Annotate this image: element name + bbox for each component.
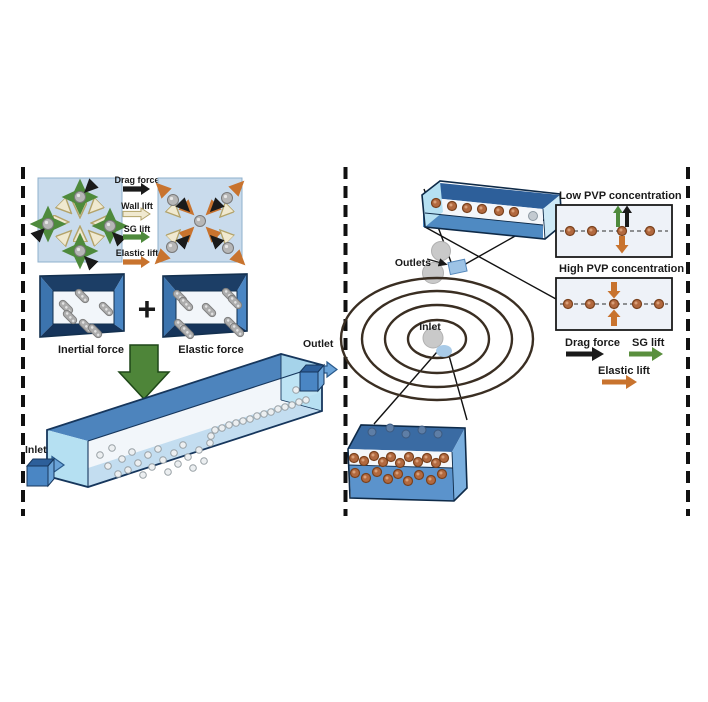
combination-down-arrow-icon (117, 344, 171, 401)
inertial-box-label: Inertial force (58, 344, 124, 356)
inlet-junction (436, 345, 452, 357)
low-pvp-title: Low PVP concentration (559, 190, 682, 202)
outlets-label: Outlets (395, 257, 431, 269)
left-panel: Drag force Wall lift SG lift Elastic lif… (25, 175, 338, 488)
inertial-force-cross-section (29, 177, 129, 271)
drag-arrow-icon (123, 183, 150, 195)
sg-lift-arrow-icon (629, 347, 663, 361)
outlet-drop-1 (431, 241, 451, 261)
focused-channel-box (421, 180, 563, 240)
low-pvp-inset: Low PVP concentration (555, 190, 682, 258)
legend-elastic-label: Elastic lift (598, 365, 650, 377)
elastic-up-arrow-icon (607, 309, 621, 326)
outlets-pointer-arrow (426, 258, 448, 267)
legend-sg-label: SG lift (632, 337, 665, 349)
legend-drag-label: Drag force (114, 175, 159, 185)
high-pvp-inset: High PVP concentration (555, 263, 684, 331)
sg-lift-arrows (29, 178, 129, 270)
high-pvp-title: High PVP concentration (559, 263, 684, 275)
drag-up-arrow-icon (622, 205, 632, 227)
channel-outlet-label: Outlet (303, 338, 334, 350)
legend-sg-label: SG lift (124, 224, 151, 234)
legend-elastic-label: Elastic lift (116, 248, 159, 258)
legend-wall-label: Wall lift (121, 201, 153, 211)
sg-lift-up-arrow-icon (613, 205, 623, 227)
plus-sign: + (138, 291, 157, 327)
elastic-box-label: Elastic force (178, 344, 243, 356)
straight-channel: Inlet Outlet (25, 338, 338, 488)
drag-arrow-icon (566, 347, 604, 361)
spiral-inlet: Inlet (419, 321, 452, 357)
sg-lift-arrow-icon (123, 231, 150, 243)
legend-drag-label: Drag force (565, 337, 620, 349)
elastic-down-arrow-icon (615, 236, 629, 254)
spiral-inlet-label: Inlet (419, 321, 441, 333)
outlet-port (298, 360, 338, 393)
channel-inlet-label: Inlet (25, 444, 47, 456)
inertial-force-box: Inertial force (39, 273, 125, 356)
elastic-force-cross-section (154, 177, 246, 266)
drag-arrows (175, 197, 225, 250)
elastic-down-arrow-icon (607, 282, 621, 299)
wall-lift-arrow-icon (122, 207, 151, 221)
panel-dividers (21, 167, 690, 516)
inlet-port (25, 455, 66, 488)
right-panel: Outlets Inlet (339, 180, 684, 502)
right-force-legend: Drag force SG lift Elastic lift (565, 337, 665, 389)
elastic-lift-arrow-icon (123, 256, 150, 268)
wall-lift-arrows (171, 208, 229, 239)
elastic-lift-arrow-icon (602, 375, 637, 389)
inlet-drop (422, 327, 444, 349)
mixed-channel-box (347, 423, 468, 502)
drag-arrows (30, 178, 127, 271)
elastic-force-box: Elastic force (162, 273, 248, 356)
spiral-channel (339, 276, 535, 402)
force-legend: Drag force Wall lift SG lift Elastic lif… (114, 175, 160, 268)
outlet-junction (447, 258, 468, 276)
